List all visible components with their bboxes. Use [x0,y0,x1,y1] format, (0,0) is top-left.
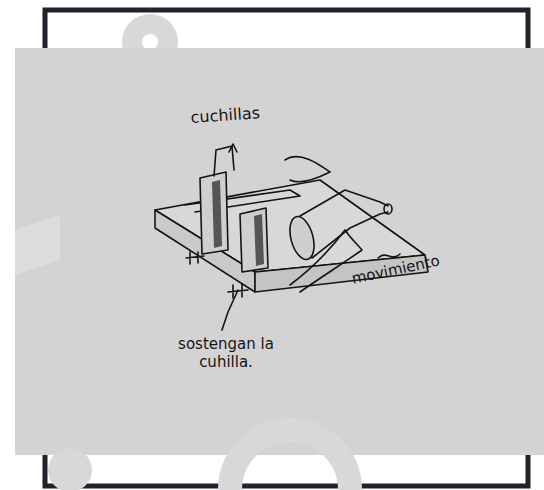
note-label: sostengan la cuhilla. [170,335,282,371]
decor-band [15,215,60,275]
hand-top [285,157,330,182]
decor-hole [142,34,158,50]
clamp [186,252,204,264]
leader-arrow [214,144,237,176]
hand [290,230,362,292]
blade-shade [254,214,264,266]
blade [240,208,268,272]
decor-circle [48,448,92,490]
bottle-neck [384,204,392,214]
blade-shade [212,180,222,248]
motion-squiggle [378,254,400,258]
decor-arc [230,430,350,490]
bottle-mouth [286,214,319,262]
blade [200,172,228,254]
leader-line [222,290,238,330]
base-top [155,180,425,272]
paper [15,48,544,455]
